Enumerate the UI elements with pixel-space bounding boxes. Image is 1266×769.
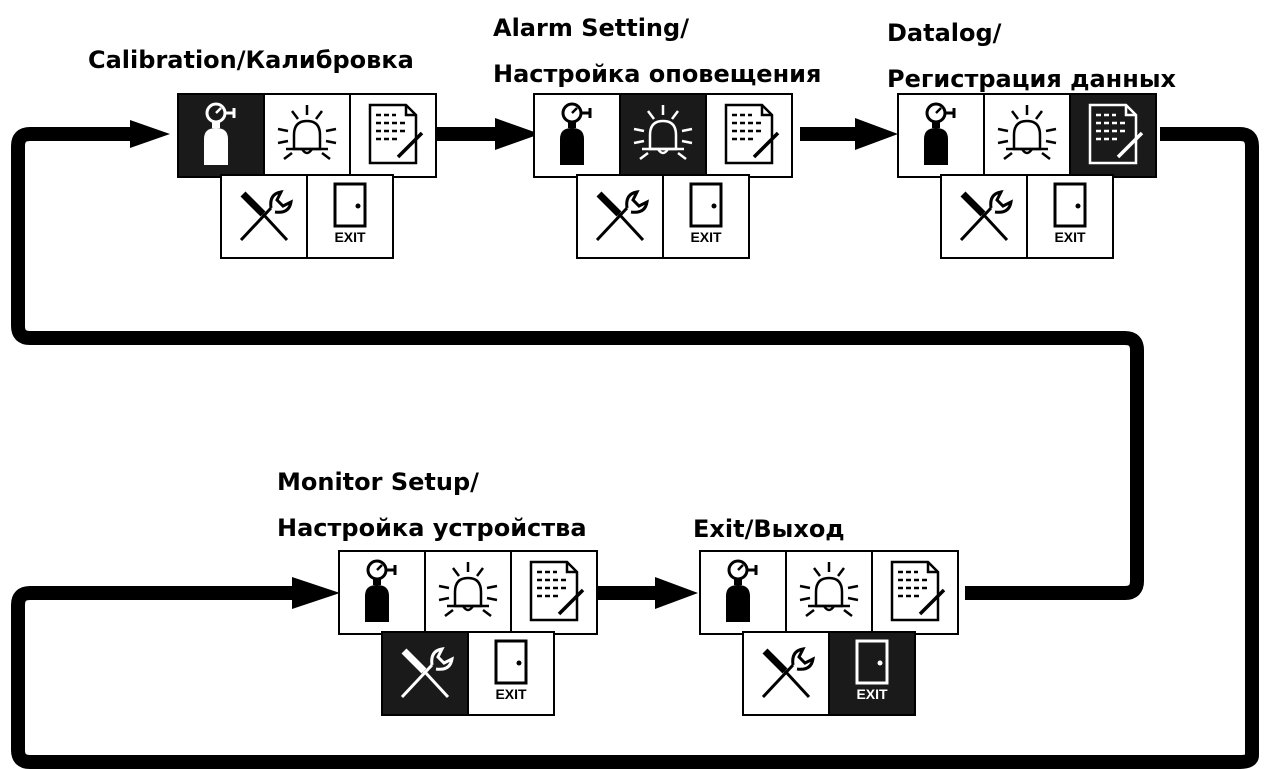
tools-icon [949,180,1019,254]
step-label-calibration: Calibration/Калибровка [88,43,414,77]
gas-cylinder-cell [699,550,787,635]
tools-icon [751,637,821,711]
calibration-label-line-1: Calibration/Калибровка [88,46,414,74]
gas-cylinder-icon [906,99,976,173]
exit-door-cell: EXIT [662,174,750,259]
tools-cell [576,174,664,259]
datalog-label-line-2: Регистрация данных [887,65,1177,93]
exit-door-cell: EXIT [306,174,394,259]
svg-text:EXIT: EXIT [1054,229,1086,245]
menu-row2: EXIT [940,174,1114,259]
step-label-datalog: Datalog/ Регистрация данных [887,16,1176,96]
gas-cylinder-icon [186,99,256,173]
datalog-label-line-1: Datalog/ [887,19,1002,47]
arrow-to-datalog [855,118,898,150]
svg-text:EXIT: EXIT [856,686,888,702]
menu-row2: EXIT [742,631,916,716]
menu-row1 [338,550,598,635]
alarm-bell-cell [263,93,351,178]
datalog-document-cell [510,550,598,635]
alarm-bell-cell [424,550,512,635]
gas-cylinder-cell [533,93,621,178]
exit-label-line-1: Exit/Выход [693,515,845,543]
alarm-bell-icon [628,99,698,173]
arrow-to-calibration [130,120,170,148]
datalog-document-cell [349,93,437,178]
tools-icon [229,180,299,254]
datalog-document-cell [1069,93,1157,178]
menu-row2: EXIT [220,174,394,259]
alarm-bell-icon [272,99,342,173]
svg-text:EXIT: EXIT [495,686,527,702]
exit-door-icon: EXIT [315,180,385,254]
exit-door-icon: EXIT [671,180,741,254]
menu-row1 [897,93,1157,178]
alarm-bell-cell [785,550,873,635]
setup-label-line-2: Настройка устройства [277,514,587,542]
datalog-document-icon [880,556,950,630]
gas-cylinder-cell [897,93,985,178]
connector-arrows [130,118,898,609]
tools-icon [585,180,655,254]
exit-door-cell: EXIT [828,631,916,716]
menu-row2: EXIT [381,631,555,716]
menu-row1 [533,93,793,178]
tools-cell [742,631,830,716]
arrow-to-setup [292,577,340,609]
gas-cylinder-icon [542,99,612,173]
alarm-bell-icon [794,556,864,630]
menu-row1 [177,93,437,178]
menu-row2: EXIT [576,174,750,259]
setup-label-line-1: Monitor Setup/ [277,468,479,496]
step-label-setup: Monitor Setup/ Настройка устройства [277,465,587,545]
step-label-alarm: Alarm Setting/ Настройка оповещения [493,11,821,91]
tools-cell [940,174,1028,259]
exit-door-cell: EXIT [1026,174,1114,259]
gas-cylinder-cell [338,550,426,635]
datalog-document-icon [1078,99,1148,173]
tools-cell [381,631,469,716]
arrow-to-exit [655,577,698,609]
exit-door-icon: EXIT [1035,180,1105,254]
alarm-bell-icon [433,556,503,630]
datalog-document-cell [871,550,959,635]
datalog-document-icon [714,99,784,173]
exit-door-icon: EXIT [476,637,546,711]
svg-text:EXIT: EXIT [690,229,722,245]
alarm-bell-icon [992,99,1062,173]
tools-icon [390,637,460,711]
step-label-exit: Exit/Выход [693,512,845,546]
datalog-document-cell [705,93,793,178]
tools-cell [220,174,308,259]
alarm-label-line-2: Настройка оповещения [493,60,822,88]
alarm-bell-cell [983,93,1071,178]
gas-cylinder-cell [177,93,265,178]
menu-row1 [699,550,959,635]
gas-cylinder-icon [708,556,778,630]
svg-text:EXIT: EXIT [334,229,366,245]
exit-door-icon: EXIT [837,637,907,711]
datalog-document-icon [519,556,589,630]
datalog-document-icon [358,99,428,173]
exit-door-cell: EXIT [467,631,555,716]
alarm-bell-cell [619,93,707,178]
arrow-to-alarm [495,118,540,150]
alarm-label-line-1: Alarm Setting/ [493,14,689,42]
gas-cylinder-icon [347,556,417,630]
